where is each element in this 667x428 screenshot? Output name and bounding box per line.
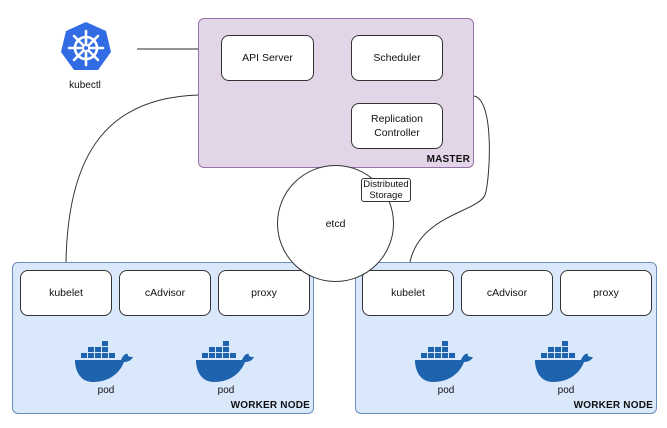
replication-controller-line2: Controller <box>374 127 420 139</box>
kubelet-box[interactable]: kubelet <box>362 270 454 316</box>
worker-node-label: WORKER NODE <box>230 400 310 411</box>
kubectl-label: kubectl <box>69 80 101 91</box>
docker-whale-icon <box>535 341 593 382</box>
proxy-box[interactable]: proxy <box>218 270 310 316</box>
worker-node-label: WORKER NODE <box>573 400 653 411</box>
replication-controller-box[interactable]: Replication Controller <box>351 103 443 149</box>
kubectl-node[interactable] <box>58 20 118 76</box>
proxy-label: proxy <box>251 286 277 299</box>
cadvisor-label: cAdvisor <box>486 286 528 299</box>
api-server-label: API Server <box>242 51 293 64</box>
kubelet-box[interactable]: kubelet <box>20 270 112 316</box>
scheduler-label: Scheduler <box>373 51 421 64</box>
scheduler-box[interactable]: Scheduler <box>351 35 443 81</box>
distributed-storage-label: Distributed Storage <box>363 179 408 202</box>
proxy-box[interactable]: proxy <box>560 270 652 316</box>
kubernetes-helm-icon <box>61 22 111 70</box>
etcd-label: etcd <box>325 217 346 230</box>
cadvisor-label: cAdvisor <box>144 286 186 299</box>
master-label: MASTER <box>426 154 470 165</box>
pod-label: pod <box>557 385 575 396</box>
docker-whale-icon <box>196 341 254 382</box>
pod-label: pod <box>217 385 235 396</box>
pod[interactable] <box>194 339 256 388</box>
replication-controller-line1: Replication <box>371 112 423 125</box>
distributed-storage-line1: Distributed <box>363 178 409 190</box>
replication-controller-label: Replication Controller <box>371 112 423 140</box>
distributed-storage-note: Distributed Storage <box>361 178 411 202</box>
master-node: API Server Scheduler Replication Control… <box>198 18 474 168</box>
pod[interactable] <box>413 339 475 388</box>
pod[interactable] <box>533 339 595 388</box>
proxy-label: proxy <box>593 286 619 299</box>
worker-node-1: kubelet cAdvisor proxy pod pod WO <box>12 262 314 414</box>
docker-whale-icon <box>75 341 133 382</box>
master-to-worker1-connector <box>65 94 199 263</box>
docker-whale-icon <box>415 341 473 382</box>
worker-node-2: kubelet cAdvisor proxy pod pod WO <box>355 262 657 414</box>
kubelet-label: kubelet <box>391 286 425 299</box>
cadvisor-box[interactable]: cAdvisor <box>119 270 211 316</box>
master-to-worker2-connector <box>409 95 490 263</box>
cadvisor-box[interactable]: cAdvisor <box>461 270 553 316</box>
distributed-storage-line2: Storage <box>369 190 403 201</box>
pod-label: pod <box>97 385 115 396</box>
kubelet-label: kubelet <box>49 286 83 299</box>
pod[interactable] <box>73 339 135 388</box>
pod-label: pod <box>437 385 455 396</box>
api-server-box[interactable]: API Server <box>221 35 314 81</box>
